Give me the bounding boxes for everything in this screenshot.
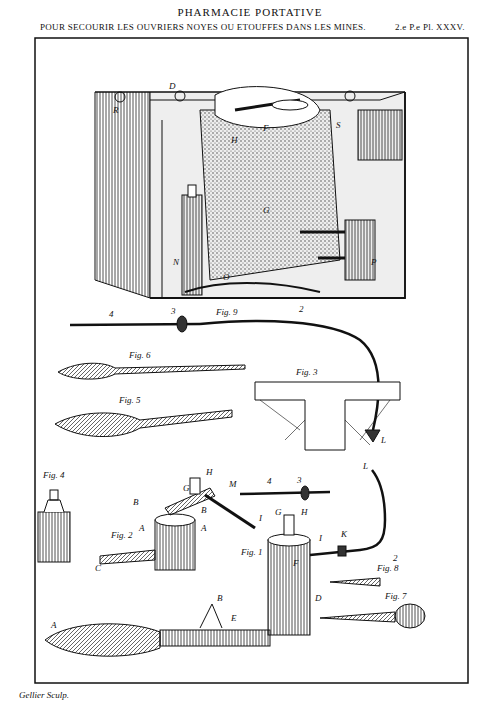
callout-letter: A — [138, 524, 146, 533]
plate-subtitle: POUR SECOURIR LES OUVRIERS NOYES OU ETOU… — [40, 23, 366, 32]
callout-letter: 4 — [108, 310, 115, 319]
callout-letter: G — [262, 206, 271, 215]
callout-letter: R — [112, 106, 120, 115]
callout-letter: H — [300, 508, 309, 517]
callout-letter: A — [200, 524, 208, 533]
callout-letter: S — [335, 121, 342, 130]
callout-letter: 2 — [392, 554, 399, 563]
callout-letter: D — [168, 82, 177, 91]
callout-letter: C — [94, 564, 102, 573]
callout-letter: M — [228, 480, 238, 489]
callout-letter: Gellier Sculp. — [18, 691, 70, 700]
figure-label: Fig. 6 — [128, 351, 152, 360]
callout-letter: 4 — [266, 477, 273, 486]
callout-letter: E — [230, 614, 238, 623]
figure-label: Fig. 8 — [376, 564, 400, 573]
callout-letter: B — [216, 594, 224, 603]
figure-label: Fig. 1 — [240, 548, 264, 557]
figure-label: Fig. 4 — [42, 471, 66, 480]
callout-letter: I — [318, 534, 323, 543]
callout-letter: F — [292, 559, 300, 568]
plate-subtitle: 2.e P.e Pl. XXXV. — [395, 23, 465, 32]
figure-label: Fig. 9 — [215, 308, 239, 317]
callout-letter: 2 — [298, 305, 305, 314]
callout-letter: H — [205, 468, 214, 477]
callout-letter: L — [380, 436, 387, 445]
figure-label: Fig. 2 — [110, 531, 134, 540]
callout-letter: G — [274, 508, 283, 517]
callout-letter: H — [230, 136, 239, 145]
callout-letter: B — [200, 506, 208, 515]
callout-letter: I — [258, 514, 263, 523]
callout-letter: B — [132, 498, 140, 507]
callout-letter: L — [362, 462, 369, 471]
callout-letter: D — [314, 594, 323, 603]
plate-title: PHARMACIE PORTATIVE — [178, 7, 323, 18]
callout-letter: F — [262, 124, 270, 133]
figure-label: Fig. 7 — [384, 592, 408, 601]
callout-letter: K — [340, 530, 348, 539]
figure-label: Fig. 5 — [118, 396, 142, 405]
callout-letter: N — [172, 258, 180, 267]
callout-letter: 3 — [170, 307, 177, 316]
figure-label: Fig. 3 — [295, 368, 319, 377]
callout-letter: A — [50, 621, 58, 630]
callout-letter: G — [182, 484, 191, 493]
callout-letter: P — [370, 258, 378, 267]
callout-letter: O — [222, 273, 231, 282]
callout-letter: 3 — [296, 476, 303, 485]
